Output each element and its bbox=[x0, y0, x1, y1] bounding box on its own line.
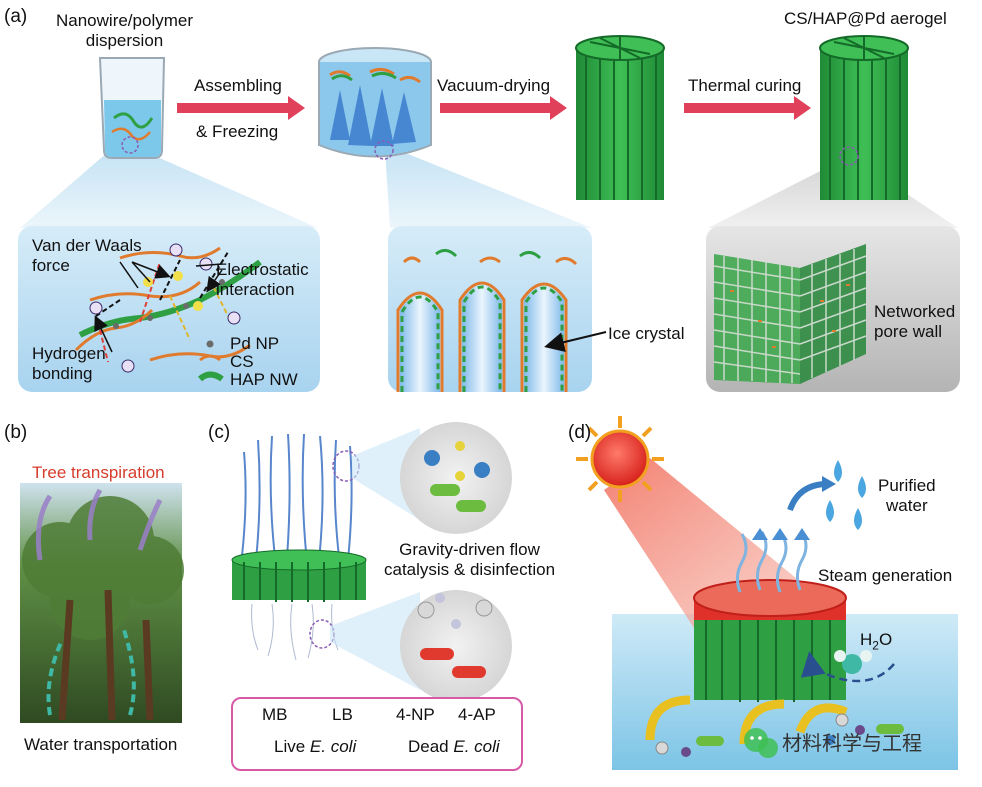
ice-crystal-pointer bbox=[544, 331, 607, 352]
process-arrow-2 bbox=[440, 96, 567, 120]
step-freezing-label: & Freezing bbox=[196, 122, 279, 141]
evaporator-device bbox=[693, 579, 847, 702]
panel-label-d: (d) bbox=[568, 422, 592, 443]
legend-pd-np: Pd NP bbox=[230, 334, 280, 353]
legend-4ap: 4-AP bbox=[458, 705, 496, 724]
networked-pore-wall bbox=[713, 244, 867, 384]
pollutant-particles bbox=[655, 713, 904, 757]
legend-live-ecoli: Live E. coli bbox=[274, 737, 357, 756]
vdw-label: Van der Waals force bbox=[32, 236, 142, 275]
tree-transpiration-label: Tree transpiration bbox=[32, 463, 165, 482]
process-arrow-1 bbox=[177, 96, 305, 120]
pd-np-legend-marker bbox=[206, 340, 214, 348]
water-transport-arrows bbox=[46, 629, 136, 716]
panel-label-b: (b) bbox=[4, 422, 28, 443]
legend-4np: 4-NP bbox=[396, 705, 435, 724]
step-assembling-label: Assembling bbox=[194, 76, 282, 95]
legend-cs: CS bbox=[230, 352, 254, 371]
flow-column bbox=[231, 433, 367, 661]
watermark-text: 材料科学与工程 bbox=[782, 733, 922, 755]
process-arrow-3 bbox=[684, 96, 811, 120]
transpiration-arrows bbox=[35, 488, 163, 561]
legend-dead-ecoli: Dead E. coli bbox=[408, 737, 500, 756]
after-species bbox=[417, 593, 493, 678]
ice-crystal-walls bbox=[396, 249, 578, 392]
species-legend bbox=[231, 697, 523, 771]
step-thermal-curing-label: Thermal curing bbox=[688, 76, 802, 95]
ice-crystal-label: Ice crystal bbox=[608, 324, 685, 343]
beaker bbox=[98, 57, 166, 159]
legend-mb: MB bbox=[262, 705, 288, 724]
purified-water-label: Purified water bbox=[878, 476, 936, 515]
h2o-path-arrow bbox=[800, 651, 895, 683]
panel-label-a: (a) bbox=[4, 6, 28, 27]
aerogel-column-2 bbox=[819, 35, 909, 200]
aerogel-product-label: CS/HAP@Pd aerogel bbox=[784, 9, 947, 28]
before-species bbox=[424, 441, 490, 512]
legend-lb: LB bbox=[332, 705, 353, 724]
aerogel-column-1 bbox=[575, 35, 665, 200]
zoom-beam-c2 bbox=[330, 592, 420, 690]
sun-icon bbox=[576, 416, 664, 502]
steam-arrows bbox=[752, 528, 810, 540]
networked-pore-wall-label: Networked pore wall bbox=[874, 302, 956, 341]
electrostatic-label: Electrostatic interaction bbox=[216, 260, 309, 299]
zoom-circle-after bbox=[400, 590, 512, 702]
zoom-beam-2 bbox=[385, 150, 592, 228]
freezing-container bbox=[318, 47, 432, 160]
h2o-molecule bbox=[834, 650, 872, 674]
steam-generation-label: Steam generation bbox=[818, 566, 953, 585]
h2o-label: H2O bbox=[860, 630, 893, 653]
step-vacuum-drying-label: Vacuum-drying bbox=[437, 76, 551, 95]
dispersion-label: Nanowire/polymer dispersion bbox=[56, 11, 193, 50]
tree-trunks bbox=[58, 589, 154, 721]
zoom-beam-c1 bbox=[352, 428, 420, 520]
water-droplets bbox=[826, 460, 866, 530]
panel-label-c: (c) bbox=[208, 422, 231, 443]
water-transportation-label: Water transportation bbox=[24, 735, 178, 754]
zoom-beam-1 bbox=[20, 152, 318, 228]
hapnw-legend-marker bbox=[197, 371, 224, 382]
gravity-flow-label: Gravity-driven flow catalysis & disinfec… bbox=[384, 540, 556, 579]
steam-wavy-lines bbox=[735, 531, 808, 593]
purified-arrow bbox=[787, 481, 825, 512]
legend-hap-nw: HAP NW bbox=[230, 370, 298, 389]
cs-legend-marker bbox=[199, 354, 221, 362]
hydrogen-bonding-label: Hydrogen bonding bbox=[32, 344, 106, 383]
